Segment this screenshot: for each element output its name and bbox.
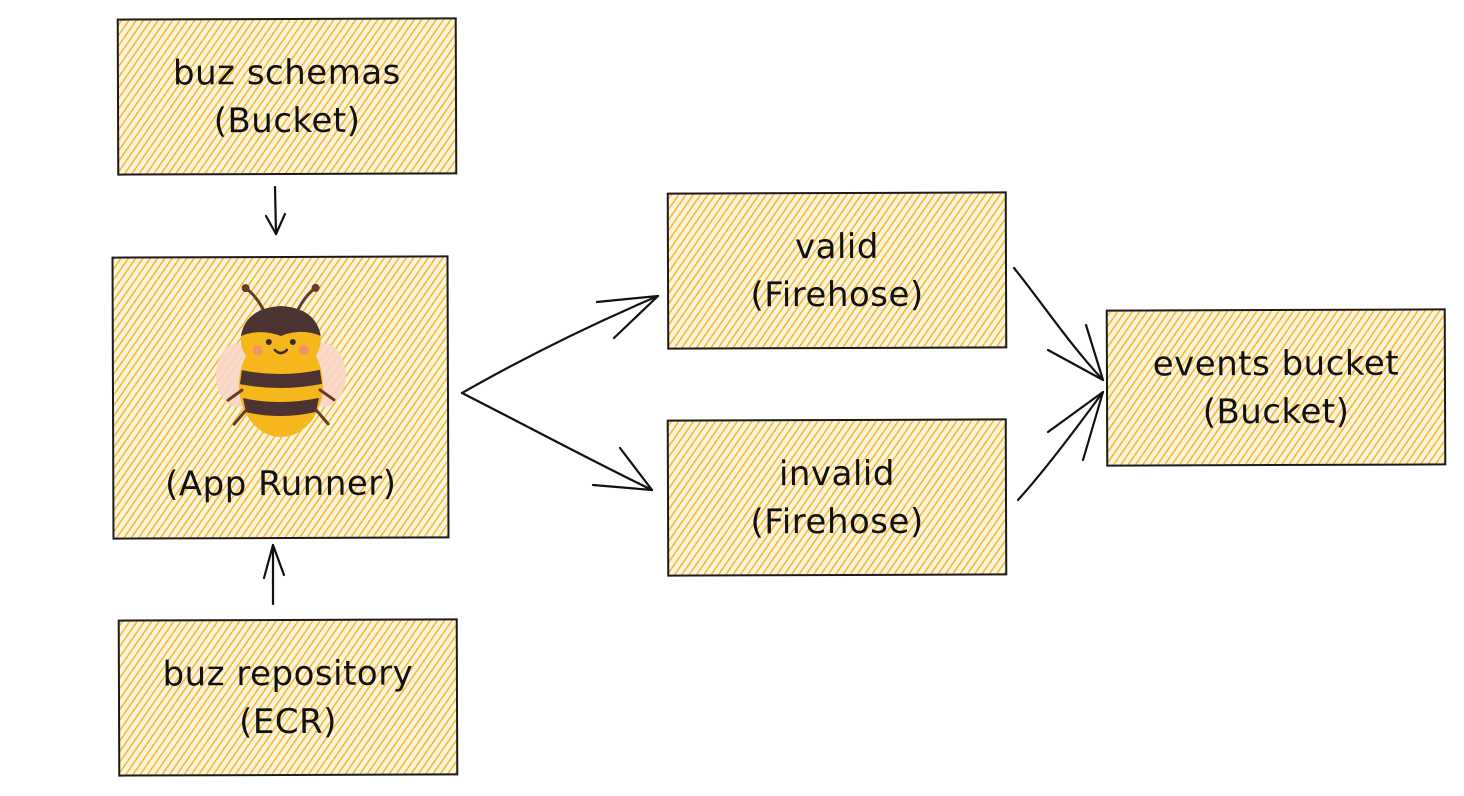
node-buz-schemas: buz schemas (Bucket): [116, 17, 458, 176]
arrow-invalid-to-events: [1016, 390, 1105, 502]
arrow-schemas-to-runner: [264, 185, 287, 236]
node-valid-firehose: valid (Firehose): [666, 191, 1008, 350]
node-events-name: events bucket: [1152, 343, 1400, 384]
node-events-kind: (Bucket): [1202, 391, 1350, 432]
node-invalid-firehose: invalid (Firehose): [666, 418, 1008, 577]
arrow-repository-to-runner: [262, 543, 286, 606]
node-buz-schemas-name: buz schemas: [172, 52, 401, 93]
node-buz-schemas-kind: (Bucket): [213, 100, 361, 141]
node-buz-repository-name: buz repository: [162, 653, 414, 694]
node-valid-kind: (Firehose): [750, 274, 924, 315]
node-buz-repository: buz repository (ECR): [117, 618, 459, 777]
node-invalid-kind: (Firehose): [750, 501, 924, 542]
arrow-runner-to-invalid: [460, 391, 654, 492]
node-events-bucket: events bucket (Bucket): [1105, 308, 1447, 467]
node-buz-repository-kind: (ECR): [239, 701, 338, 742]
node-invalid-name: invalid: [778, 453, 895, 494]
node-app-runner-kind: (App Runner): [165, 463, 397, 505]
bee-icon: [215, 283, 346, 437]
arrow-runner-to-valid: [460, 294, 660, 395]
arrow-valid-to-events: [1012, 266, 1105, 382]
node-app-runner: (App Runner): [111, 255, 450, 540]
node-valid-name: valid: [794, 226, 879, 267]
